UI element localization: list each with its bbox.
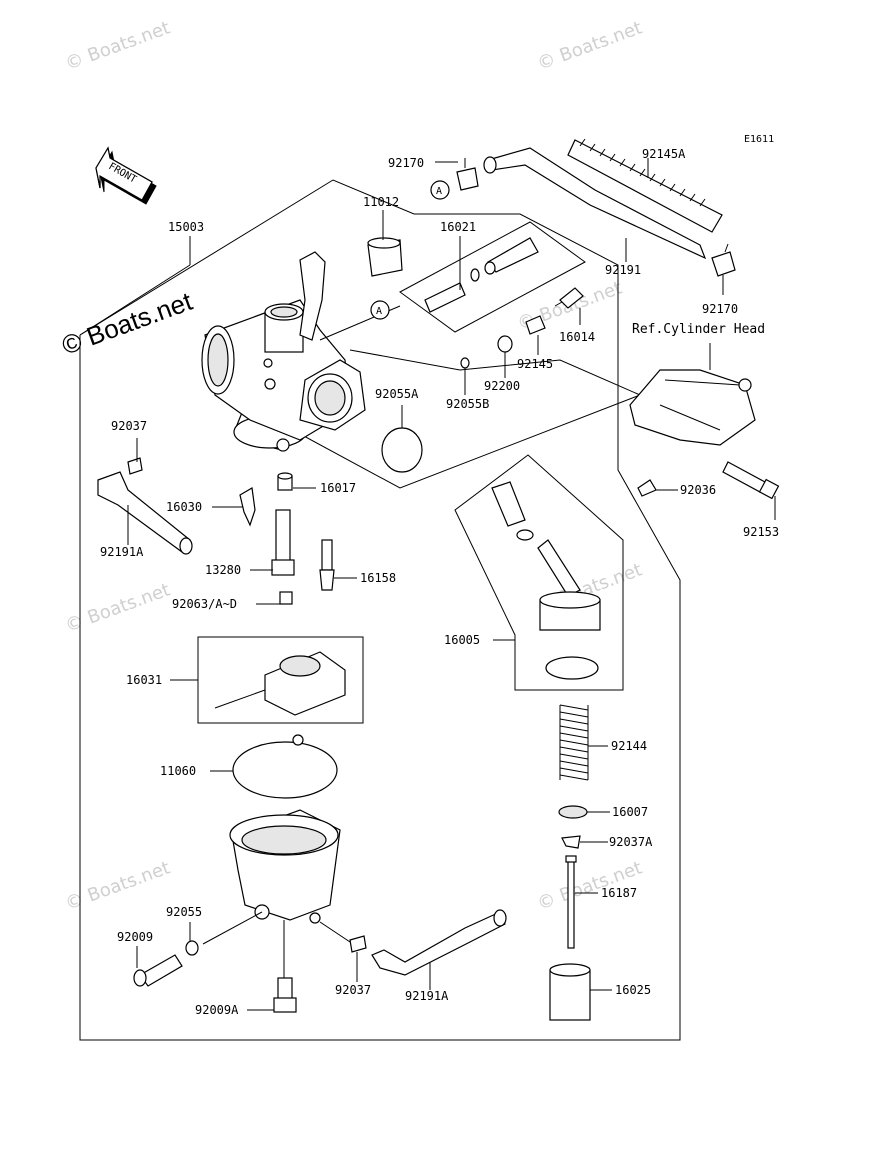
callout-a-text-1: A [436, 186, 442, 197]
label-92153: 92153 [743, 525, 779, 539]
label-92055: 92055 [166, 905, 202, 919]
label-16021: 16021 [440, 220, 476, 234]
front-arrow-icon: FRONT [95, 146, 157, 205]
label-92055B: 92055B [446, 397, 489, 411]
label-92200: 92200 [484, 379, 520, 393]
box-16021 [399, 221, 586, 333]
spring-92145A [567, 138, 723, 233]
hose-92191A-bottom [371, 909, 507, 976]
part-92036 [637, 479, 657, 497]
label-92145: 92145 [517, 357, 553, 371]
clip-92037-bottom [349, 935, 367, 953]
part-16021 [424, 237, 539, 313]
label-11060: 11060 [160, 764, 196, 778]
watermark-2: © Boats.net [535, 17, 645, 74]
part-92200 [497, 335, 513, 353]
part-16005 [491, 481, 601, 680]
part-92037A [561, 835, 581, 849]
label-92009A: 92009A [195, 1003, 239, 1017]
label-92170-top: 92170 [388, 156, 424, 170]
label-16014: 16014 [559, 330, 595, 344]
label-92036: 92036 [680, 483, 716, 497]
clip-92170-right [711, 243, 736, 277]
label-92170-right: 92170 [702, 302, 738, 316]
part-92009 [133, 954, 183, 987]
diagram-code: E1611 [744, 134, 774, 145]
label-92055A: 92055A [375, 387, 419, 401]
part-92055A [381, 427, 423, 473]
copyright-text: © Boats.net [58, 286, 197, 361]
clip-92170-top [456, 158, 479, 191]
ref-cylinder-head: Ref.Cylinder Head [632, 322, 765, 337]
hose-92191A-left [97, 471, 193, 555]
part-16017 [277, 472, 293, 491]
label-92037-bottom: 92037 [335, 983, 371, 997]
part-13280 [271, 509, 295, 576]
label-11012: 11012 [363, 195, 399, 209]
part-16031 [214, 651, 346, 716]
cylinder-head-ref [629, 369, 756, 446]
callout-a-text-2: A [376, 306, 382, 317]
label-92037-left: 92037 [111, 419, 147, 433]
label-16007: 16007 [612, 805, 648, 819]
part-92153 [722, 461, 780, 500]
part-92063 [279, 591, 293, 605]
part-16187 [565, 855, 577, 949]
label-92063: 92063/A~D [172, 597, 237, 611]
label-15003: 15003 [168, 220, 204, 234]
label-16158: 16158 [360, 571, 396, 585]
part-16014 [554, 287, 584, 309]
part-16030 [239, 487, 256, 527]
label-92145A: 92145A [642, 147, 686, 161]
callout-a-2: A [370, 300, 390, 320]
box-16005 [454, 454, 624, 691]
carburetor-body [201, 251, 401, 452]
leader-lines [79, 158, 776, 1011]
label-92037A: 92037A [609, 835, 653, 849]
label-92191A-bottom: 92191A [405, 989, 449, 1003]
assembly-boundary [264, 349, 642, 489]
label-92191A-left: 92191A [100, 545, 144, 559]
part-92009A [273, 977, 297, 1013]
part-16158 [319, 539, 335, 591]
label-16025: 16025 [615, 983, 651, 997]
main-boundary [79, 179, 681, 1041]
watermark-5: © Boats.net [63, 857, 173, 914]
label-92144: 92144 [611, 739, 647, 753]
label-16187: 16187 [601, 886, 637, 900]
watermarks: © Boats.net © Boats.net © Boats.net © Bo… [63, 17, 645, 914]
part-11012 [367, 237, 403, 277]
label-92191: 92191 [605, 263, 641, 277]
clip-92037-left [127, 457, 143, 475]
label-16030: 16030 [166, 500, 202, 514]
callout-a-1: A [430, 180, 450, 200]
label-16017: 16017 [320, 481, 356, 495]
watermark-3: © Boats.net [63, 579, 173, 636]
part-92145 [525, 315, 546, 335]
label-13280: 13280 [205, 563, 241, 577]
part-11060 [232, 734, 338, 799]
watermark-1: © Boats.net [63, 17, 173, 74]
float-bowl [229, 809, 341, 924]
part-labels: 15003 11012 16021 92170 92145A 92191 921… [100, 147, 779, 1017]
part-92055B [460, 357, 470, 369]
label-16031: 16031 [126, 673, 162, 687]
label-16005: 16005 [444, 633, 480, 647]
hose-92191 [483, 147, 707, 260]
part-92144 [559, 704, 589, 781]
label-92009: 92009 [117, 930, 153, 944]
part-92055 [185, 940, 199, 956]
part-16007 [558, 805, 588, 819]
part-16025 [549, 963, 591, 1021]
